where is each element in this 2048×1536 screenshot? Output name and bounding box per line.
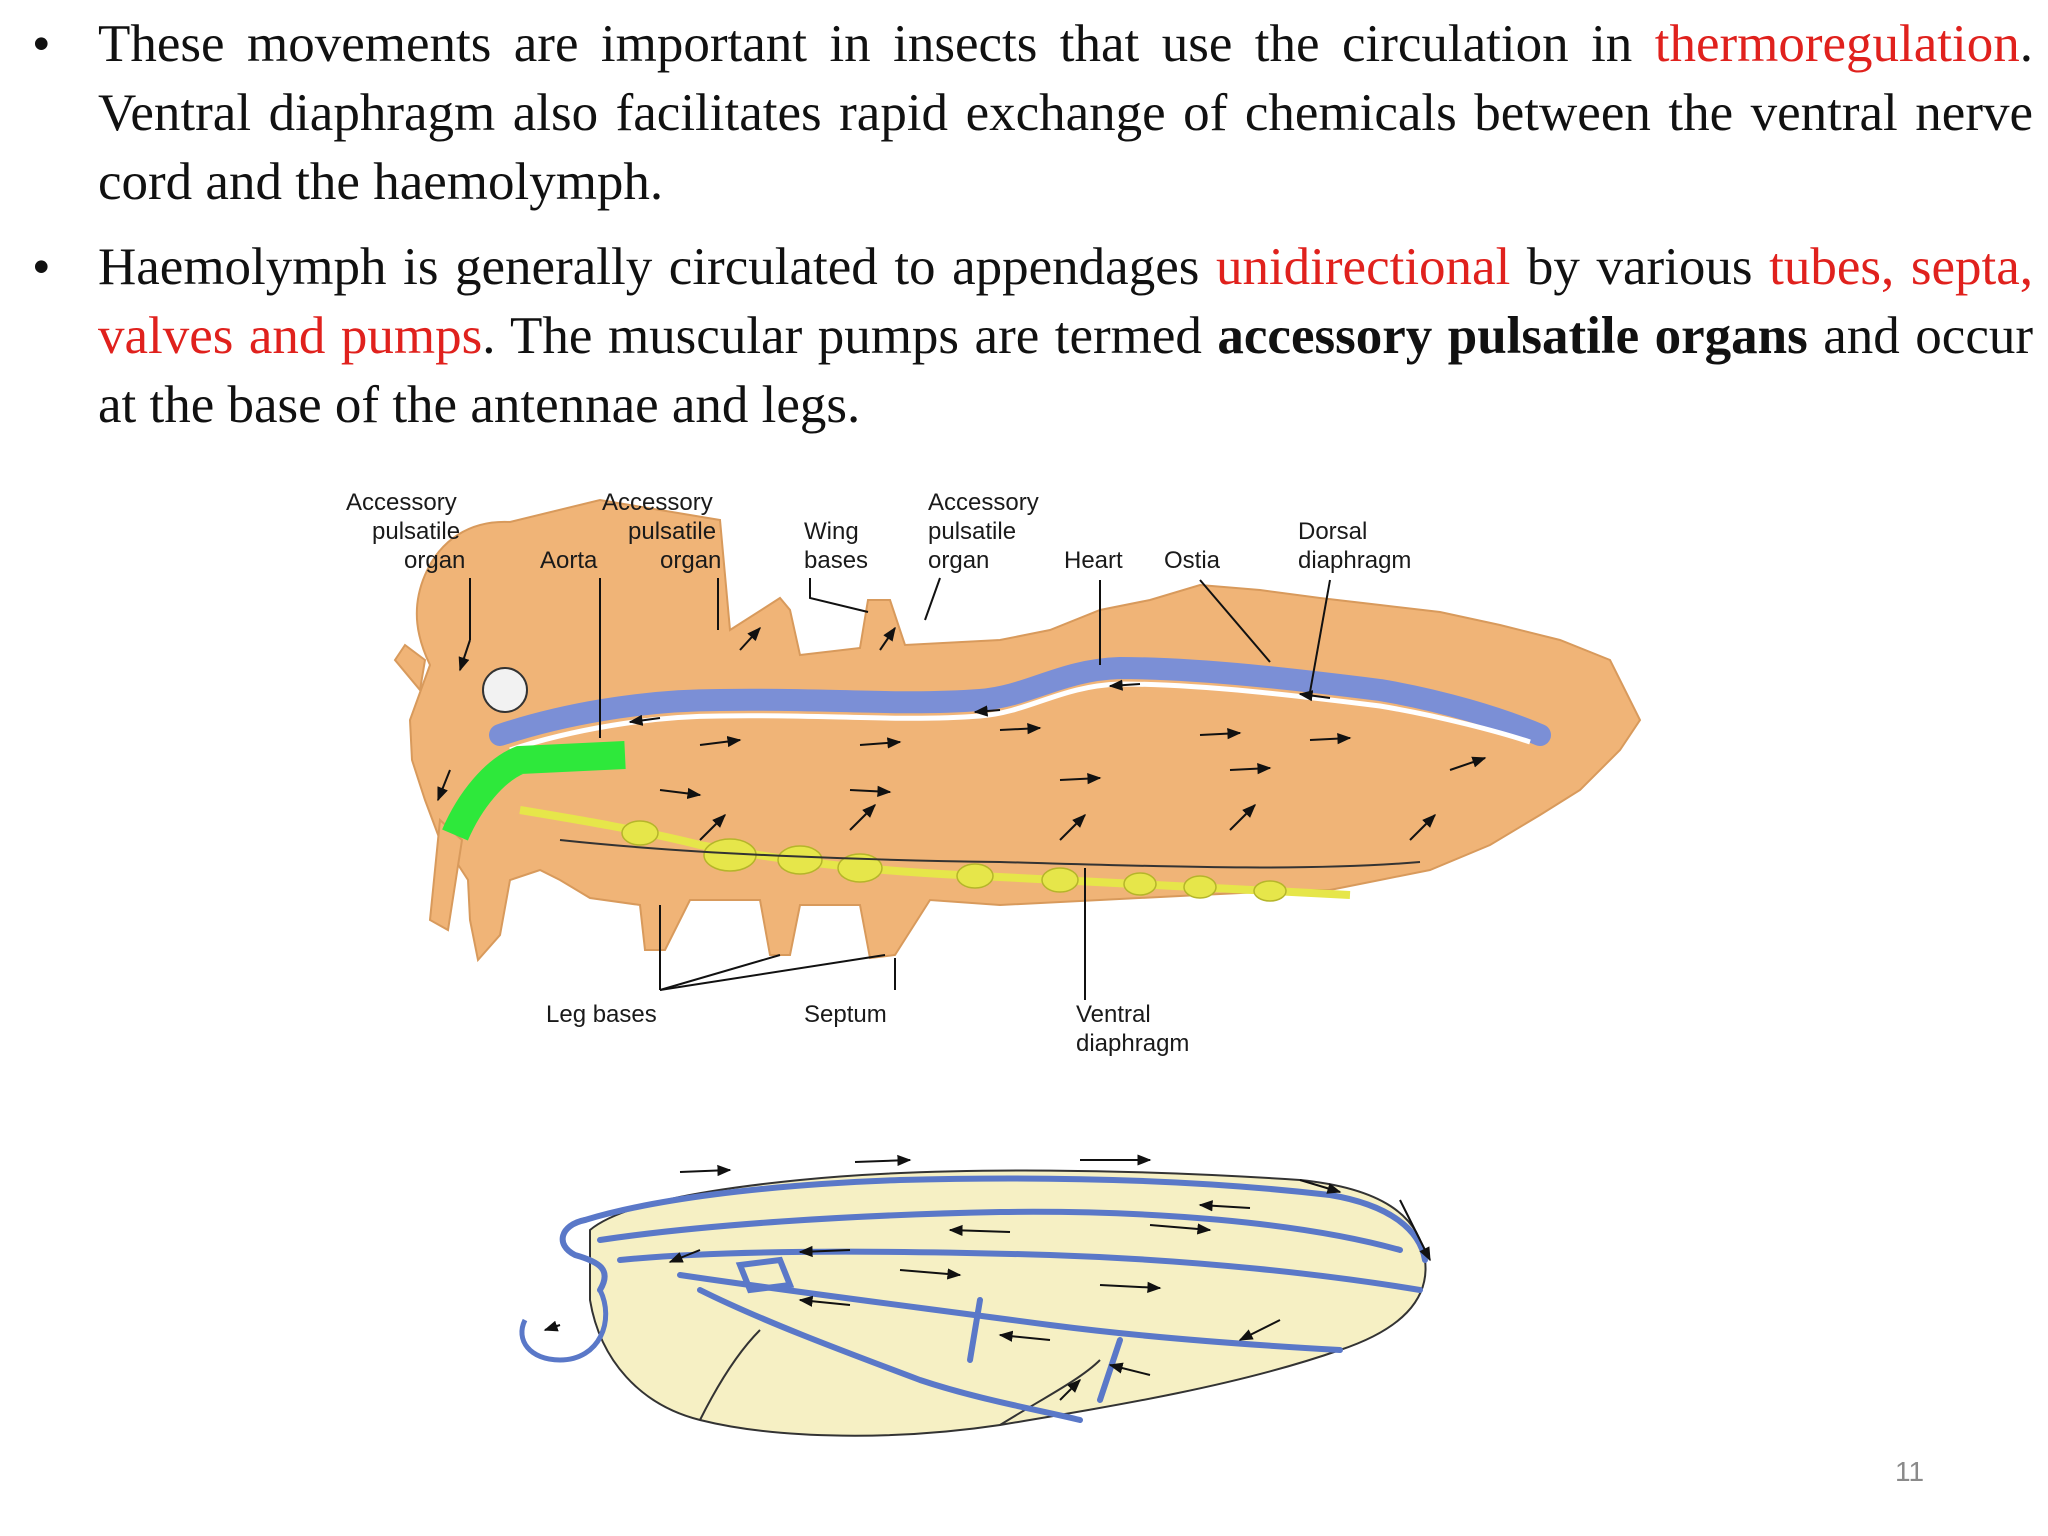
- nerve-ganglia: [621, 820, 1287, 902]
- dorsal-diaphragm-line: [509, 681, 1531, 753]
- label-dorsal-l2: diaphragm: [1298, 547, 1411, 574]
- label-aorta: Aorta: [540, 547, 598, 574]
- label-ostia: Ostia: [1164, 547, 1221, 574]
- label-apo1-l3: organ: [404, 547, 465, 574]
- aorta-green: [442, 741, 626, 841]
- ventral-diaphragm-line: [559, 839, 1421, 869]
- heart-dorsal-vessel: [489, 656, 1551, 746]
- wing-fold-line: [999, 1359, 1101, 1426]
- insect-circulation-diagram: Accessory pulsatile organ Aorta Accessor…: [346, 489, 1642, 1057]
- label-ventral-l1: Ventral: [1076, 1001, 1151, 1028]
- bullet1-highlight-thermoregulation: thermoregulation: [1654, 15, 2020, 73]
- label-apo3-l1: Accessory: [928, 489, 1039, 516]
- diagram-labels: Accessory pulsatile organ Aorta Accessor…: [346, 489, 1411, 1057]
- bullet-dot: •: [32, 238, 51, 296]
- label-apo3-l3: organ: [928, 547, 989, 574]
- label-apo1-l1: Accessory: [346, 489, 457, 516]
- bullet2-bold-term: accessory pulsatile organs: [1217, 307, 1808, 365]
- bullet2-text-4: and occur at the base of the antennae an…: [98, 307, 2033, 434]
- slide-number: 11: [1895, 1456, 1925, 1487]
- bullet1-text-2: . Ventral diaphragm also facilitates rap…: [98, 15, 2033, 211]
- mouthpart: [428, 817, 464, 932]
- label-septum: Septum: [804, 1001, 887, 1028]
- bullet2-text-1: Haemolymph is generally circulated to ap…: [98, 238, 1216, 296]
- wing-flow-arrows: [543, 1154, 1431, 1401]
- label-apo1-l2: pulsatile: [372, 518, 460, 545]
- wing-fold-line: [699, 1329, 761, 1421]
- label-apo2-l3: organ: [660, 547, 721, 574]
- bullet-item-2: • Haemolymph is generally circulated to …: [28, 233, 2033, 440]
- label-apo2-l2: pulsatile: [628, 518, 716, 545]
- flow-arrows: [437, 626, 1487, 841]
- wing-circulation-diagram: [519, 1154, 1431, 1437]
- label-dorsal-l1: Dorsal: [1298, 518, 1367, 545]
- leader-lines: [469, 577, 1331, 1000]
- antenna: [393, 643, 427, 693]
- label-wing-l1: Wing: [804, 518, 859, 545]
- bullet2-highlight-unidirectional: unidirectional: [1215, 238, 1511, 296]
- bullet-list: • These movements are important in insec…: [28, 10, 2033, 456]
- bullet2-text-3: . The muscular pumps are termed: [482, 307, 1218, 365]
- label-apo3-l2: pulsatile: [928, 518, 1016, 545]
- bullet1-text-1: These movements are important in insects…: [98, 15, 1655, 73]
- label-leg-bases: Leg bases: [546, 1001, 657, 1028]
- accessory-pulsatile-organ-head: [482, 667, 528, 713]
- bullet2-highlight-structures: tubes, septa, valves and pumps: [98, 238, 2033, 365]
- label-heart: Heart: [1064, 547, 1123, 574]
- bullet2-text-2: by various: [1510, 238, 1770, 296]
- wing-base-tube: [519, 1288, 609, 1363]
- label-ventral-l2: diaphragm: [1076, 1030, 1189, 1057]
- wing-membrane: [589, 1169, 1427, 1437]
- wing-veins: [559, 1175, 1428, 1423]
- label-apo2-l1: Accessory: [602, 489, 713, 516]
- bullet-dot: •: [32, 15, 51, 73]
- bullet-item-1: • These movements are important in insec…: [28, 10, 2033, 217]
- label-wing-l2: bases: [804, 547, 868, 574]
